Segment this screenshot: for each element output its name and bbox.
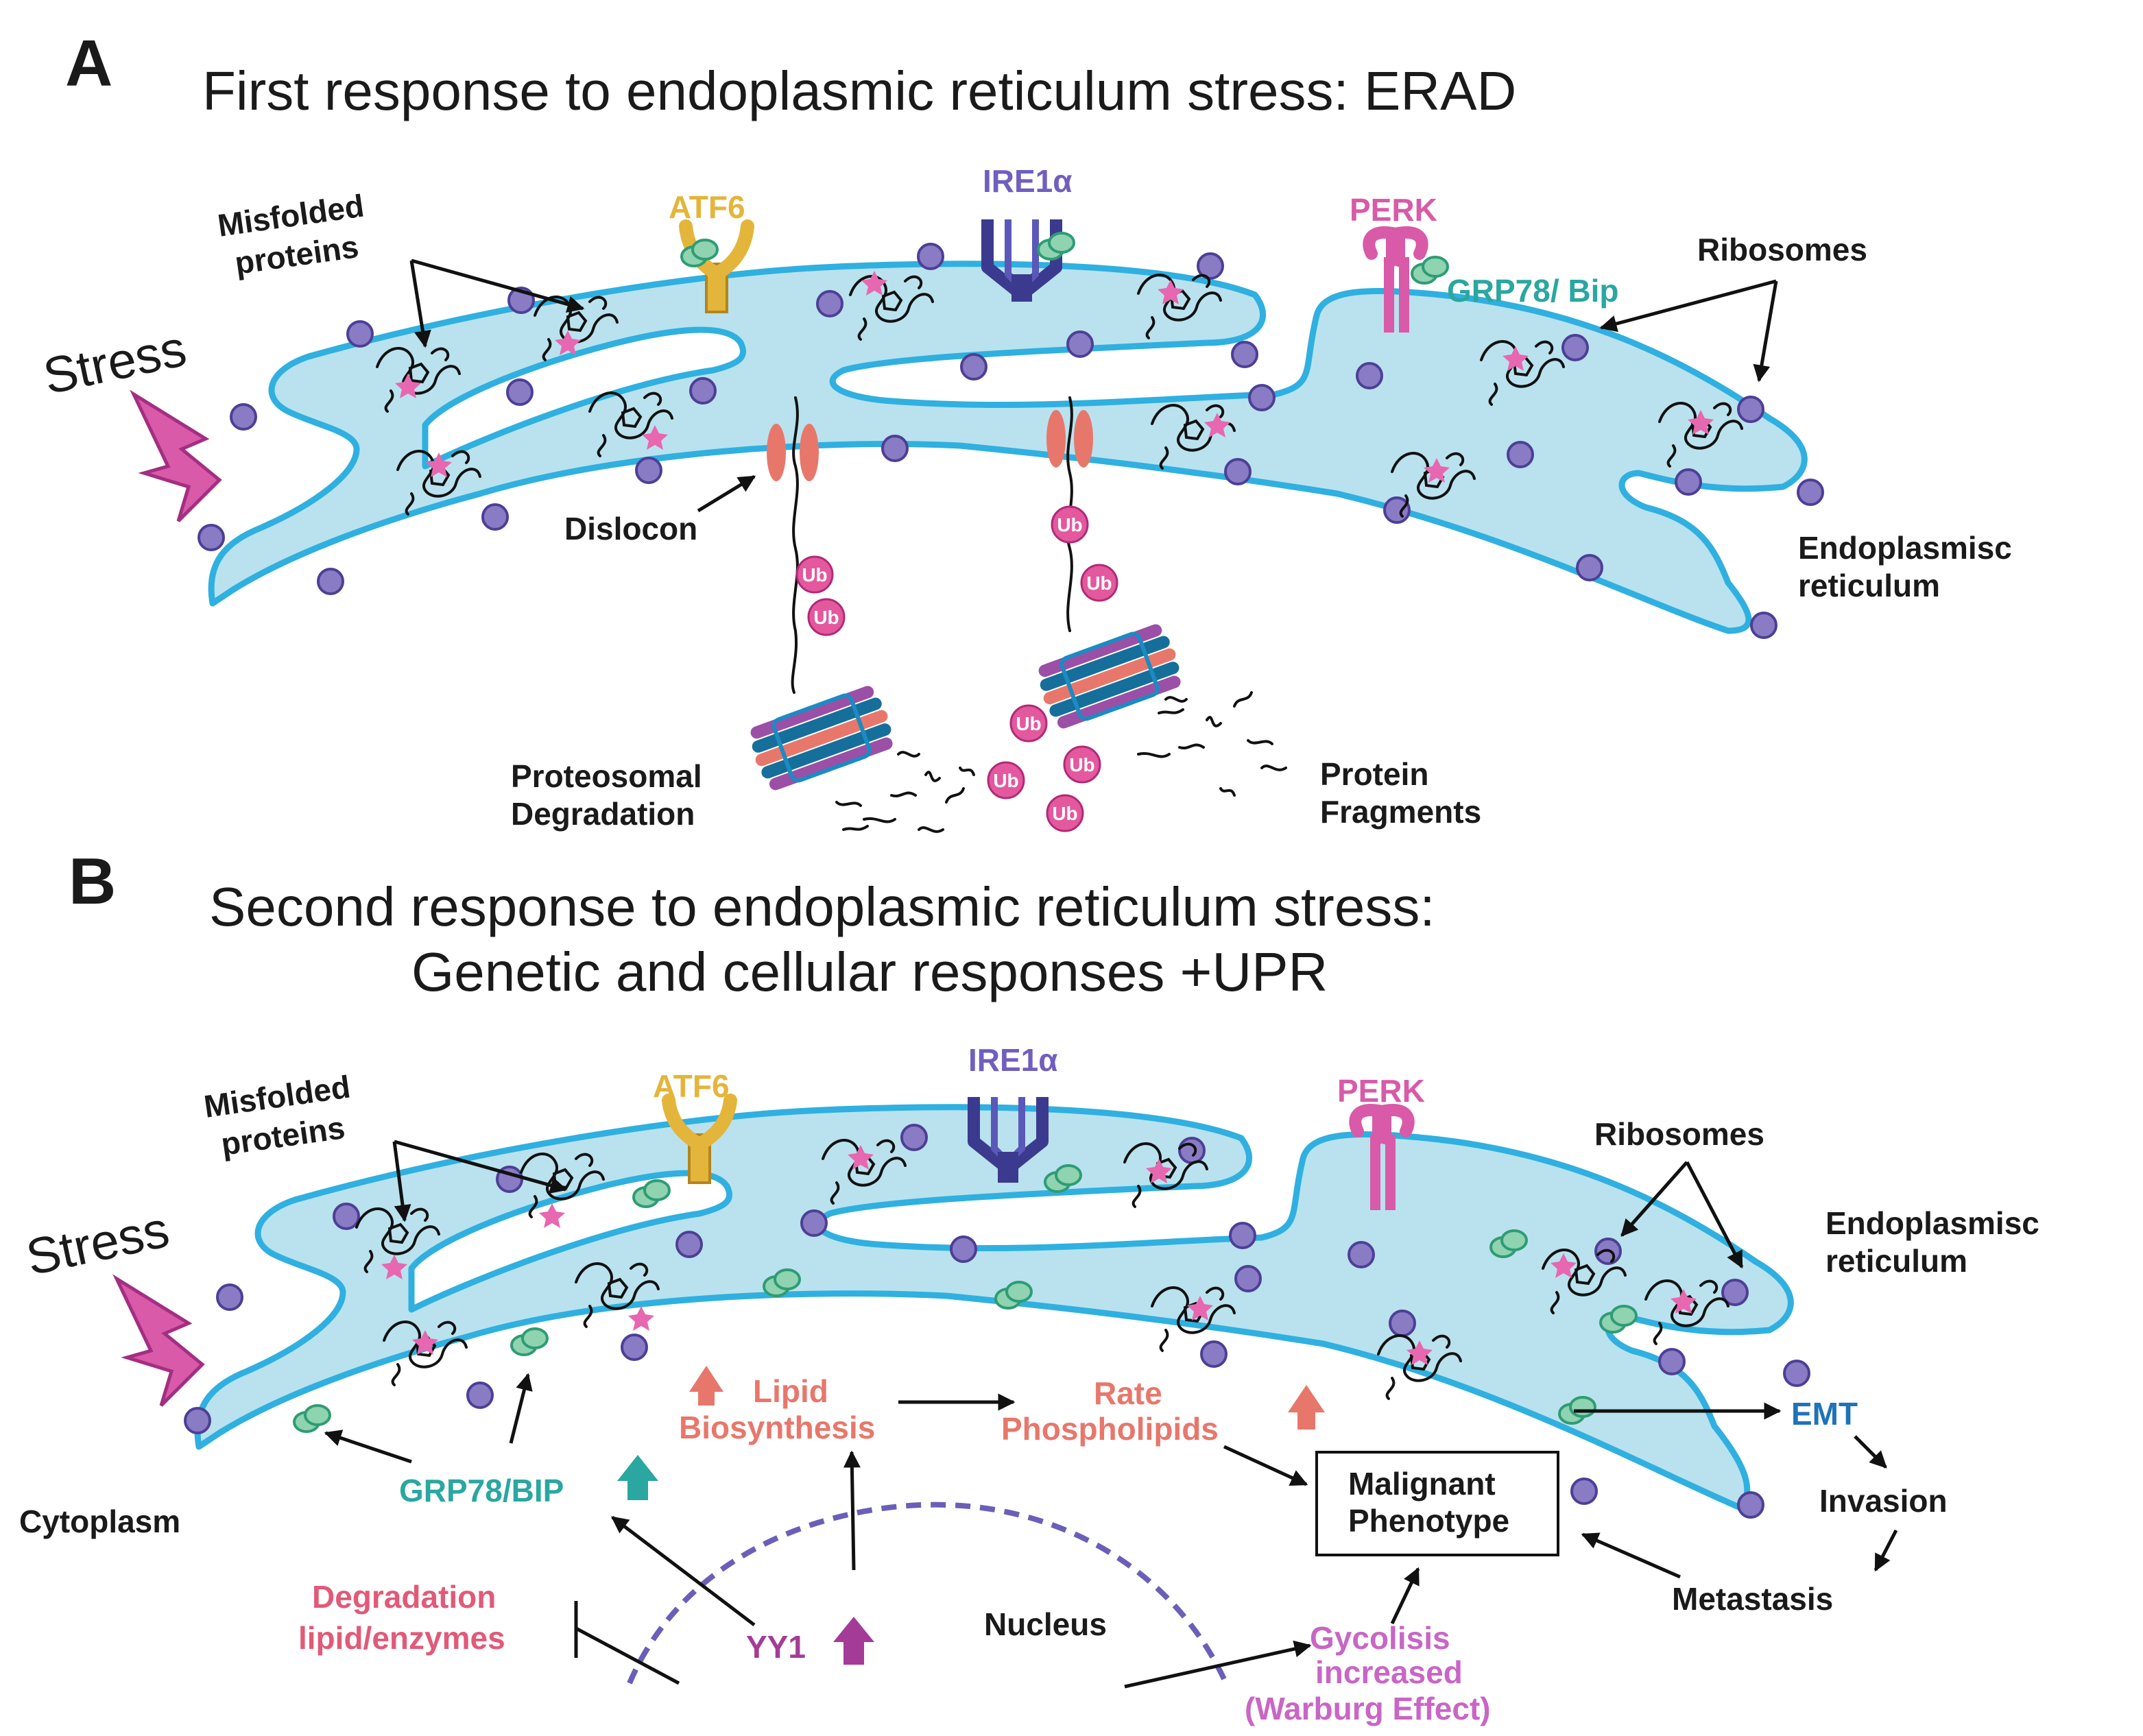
ire1a-receptor-a	[981, 219, 1075, 302]
svg-text:Ub: Ub	[813, 607, 839, 628]
grp78bip-label: GRP78/BIP	[399, 1473, 564, 1508]
svg-text:Ub: Ub	[1069, 754, 1094, 775]
glycolysis-label-2: increased	[1315, 1654, 1463, 1690]
malignant-label-1: Malignant	[1348, 1466, 1496, 1502]
grp78-up-arrow	[617, 1455, 658, 1500]
proteasome-2	[1032, 621, 1186, 732]
glycolysis-label-1: Gycolisis	[1310, 1620, 1450, 1656]
ribosomes-a	[197, 243, 1824, 639]
panel-a-title: First response to endoplasmic reticulum …	[202, 60, 1516, 121]
panel-a-letter: A	[65, 27, 112, 100]
atf6-receptor-a	[679, 219, 754, 313]
cytoplasm-label: Cytoplasm	[19, 1504, 180, 1539]
proteosomal-label-1: Proteosomal	[511, 758, 702, 794]
svg-text:Ub: Ub	[993, 770, 1018, 791]
atf6-label-b: ATF6	[653, 1068, 730, 1104]
proteosomal-label-2: Degradation	[511, 796, 695, 832]
svg-text:Ub: Ub	[802, 564, 827, 586]
panel-b: B Second response to endoplasmic reticul…	[19, 845, 2039, 1726]
ire1a-label-a: IRE1α	[983, 163, 1073, 199]
er-label-a-2: reticulum	[1798, 568, 1940, 603]
panel-b-title-1: Second response to endoplasmic reticulum…	[209, 876, 1435, 937]
lightning-icon-b	[112, 1274, 205, 1407]
er-label-b-2: reticulum	[1825, 1243, 1967, 1279]
stress-label-b: Stress	[21, 1201, 173, 1286]
panel-a: A First response to endoplasmic reticulu…	[38, 27, 2012, 833]
misfolded-proteins-a	[376, 271, 1743, 518]
yy1-up-arrow	[833, 1617, 874, 1665]
panel-b-letter: B	[69, 845, 116, 918]
metastasis-label: Metastasis	[1672, 1581, 1833, 1617]
fragments-label-1: Protein	[1320, 756, 1428, 792]
degradation-label-2: lipid/enzymes	[298, 1620, 505, 1656]
panel-b-title-2: Genetic and cellular responses +UPR	[411, 941, 1328, 1002]
lipid-label-2: Biosynthesis	[679, 1410, 875, 1445]
invasion-label: Invasion	[1819, 1483, 1948, 1519]
er-membrane-a	[208, 261, 1808, 634]
svg-text:Ub: Ub	[1057, 514, 1082, 535]
fragments-label-2: Fragments	[1320, 794, 1481, 830]
ribosomes-label-b: Ribosomes	[1594, 1116, 1764, 1152]
atf6-label-a: ATF6	[669, 189, 745, 225]
ub-chain-2: Ub Ub	[1051, 505, 1118, 602]
svg-text:Ub: Ub	[1086, 572, 1112, 594]
rate-label-2: Phospholipids	[1001, 1411, 1219, 1447]
nuclear-envelope	[627, 1502, 1230, 1688]
ub-chain-1: Ub Ub	[795, 555, 846, 636]
protein-fragments	[835, 691, 1287, 833]
proteasome-1	[744, 683, 898, 794]
svg-text:Ub: Ub	[1016, 713, 1041, 734]
malignant-phenotype-box	[1315, 1451, 1559, 1556]
perk-receptor-a	[1363, 226, 1449, 333]
phospholipid-up-arrow	[1288, 1385, 1325, 1430]
lightning-icon	[130, 389, 222, 522]
lipid-up-arrow	[689, 1366, 723, 1406]
yy1-label: YY1	[746, 1629, 806, 1665]
rate-label-1: Rate	[1094, 1375, 1162, 1411]
misfolded-proteins-b	[355, 1139, 1729, 1400]
perk-label-b: PERK	[1337, 1073, 1425, 1109]
er-label-b-1: Endoplasmisc	[1825, 1205, 2039, 1241]
grp78-label-a: GRP78/ Bip	[1447, 273, 1619, 309]
malignant-label-2: Phenotype	[1348, 1503, 1509, 1539]
ribosomes-label-a: Ribosomes	[1697, 232, 1867, 267]
dislocon-1	[767, 396, 819, 694]
lipid-label-1: Lipid	[753, 1373, 828, 1409]
svg-text:Ub: Ub	[1052, 803, 1077, 824]
stress-label-a: Stress	[38, 320, 191, 405]
perk-receptor-b	[1349, 1104, 1415, 1210]
glycolysis-label-3: (Warburg Effect)	[1245, 1691, 1491, 1726]
perk-label-a: PERK	[1350, 192, 1437, 228]
ire1a-label-b: IRE1α	[968, 1042, 1058, 1078]
er-label-a-1: Endoplasmisc	[1798, 530, 2012, 566]
emt-label: EMT	[1791, 1396, 1858, 1432]
ribosomes-b	[184, 1124, 1810, 1519]
ire1a-receptor-b	[968, 1097, 1049, 1183]
degradation-label-1: Degradation	[312, 1579, 496, 1615]
nucleus-label: Nucleus	[984, 1606, 1107, 1642]
atf6-receptor-b	[662, 1094, 737, 1184]
free-ubiquitin: Ub Ub Ub Ub	[987, 704, 1101, 832]
dislocon-label: Dislocon	[564, 511, 697, 546]
